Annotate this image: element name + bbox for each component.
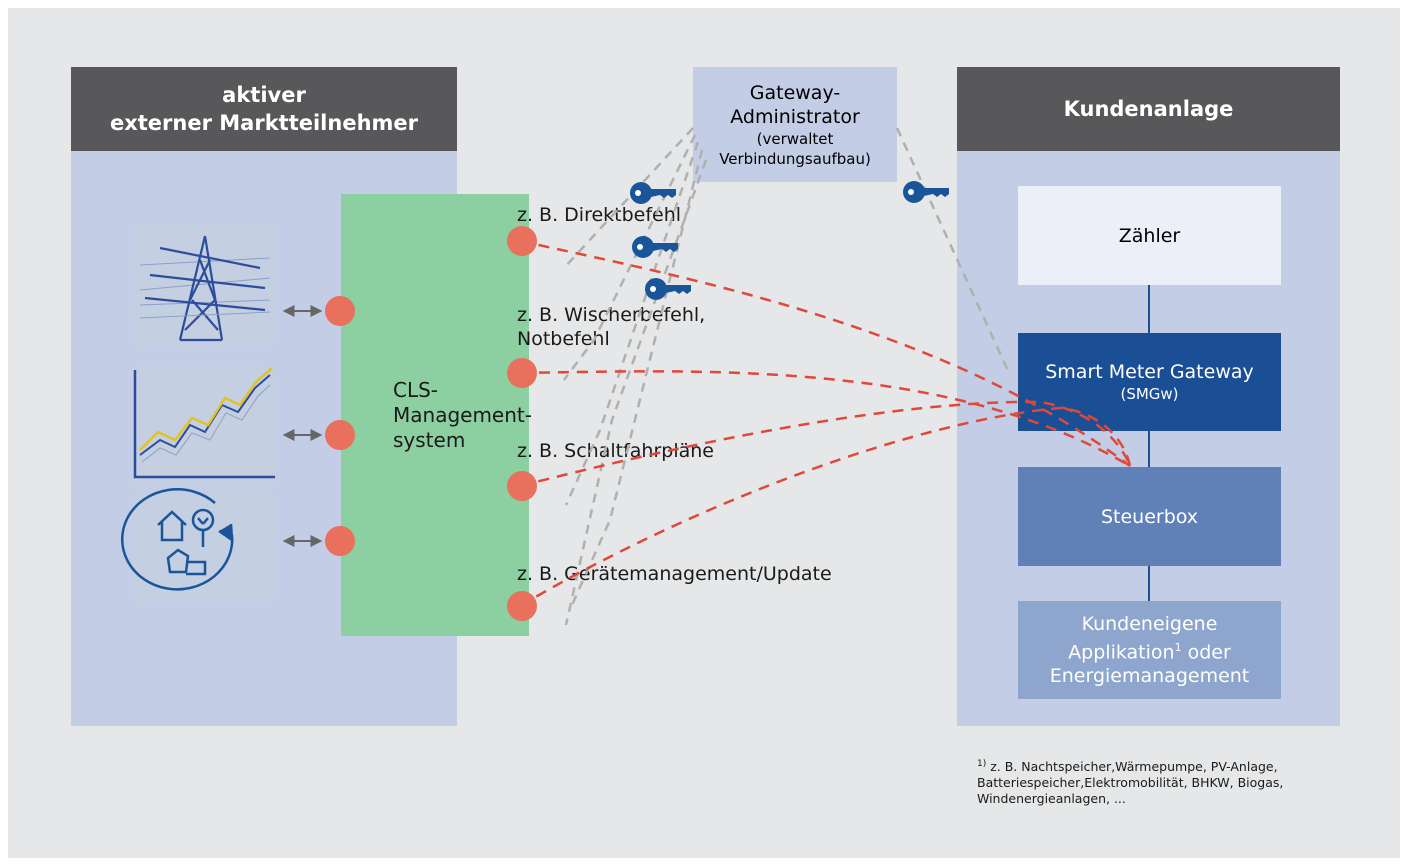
command-label-direktbefehl: z. B. Direktbefehl bbox=[517, 204, 682, 226]
command-label-wischerbefehl-line1: z. B. Wischerbefehl, bbox=[517, 304, 706, 326]
key-icon-2 bbox=[632, 236, 678, 258]
footnote-line1: 1) z. B. Nachtspeicher,Wärmepumpe, PV-An… bbox=[977, 756, 1283, 775]
gateway-admin-line3: (verwaltet bbox=[756, 129, 834, 148]
command-line-schalt bbox=[519, 400, 1132, 488]
cls-port-pylon bbox=[325, 296, 355, 326]
footnote-line1-text: z. B. Nachtspeicher,Wärmepumpe, PV-Anlag… bbox=[986, 759, 1278, 775]
footnote-marker: 1) bbox=[977, 759, 987, 769]
command-line-direkt bbox=[519, 239, 1131, 467]
command-label-geraetemanagement: z. B. Gerätemanagement/Update bbox=[517, 563, 832, 585]
admin-channel-2 bbox=[563, 134, 697, 381]
smart-meter-gateway-box: Smart Meter Gateway (SMGw) bbox=[1018, 333, 1281, 431]
admin-channel-smgw bbox=[895, 127, 1012, 376]
customer-application-line1: Kundeneigene bbox=[1081, 612, 1218, 635]
cls-label-line1: CLS- bbox=[393, 378, 439, 402]
gateway-administrator-box: Gateway- Administrator (verwaltet Verbin… bbox=[693, 67, 897, 182]
customer-installation-title: Kundenanlage bbox=[1063, 97, 1234, 121]
cls-management-system bbox=[341, 194, 529, 636]
cls-port-cycle bbox=[325, 526, 355, 556]
gateway-admin-line2: Administrator bbox=[730, 105, 860, 128]
customer-application-line3: Energiemanagement bbox=[1049, 665, 1250, 688]
command-label-schaltfahrplaene: z. B. Schaltfahrpläne bbox=[517, 440, 714, 462]
zaehler-box: Zähler bbox=[1018, 186, 1281, 285]
line-chart-icon bbox=[133, 367, 275, 479]
command-line-wischer bbox=[519, 370, 1131, 468]
smgw-label-line1: Smart Meter Gateway bbox=[1045, 361, 1254, 383]
gateway-admin-line4: Verbindungsaufbau) bbox=[719, 149, 871, 168]
command-line-geraete bbox=[519, 406, 1132, 608]
cls-management-label: CLS- Management- system bbox=[393, 378, 532, 453]
footnote-line3: Windenergieanlagen, ... bbox=[977, 791, 1126, 807]
customer-application-line2b: oder bbox=[1181, 641, 1231, 664]
cls-label-line2: Management- bbox=[393, 403, 532, 427]
customer-application-line2: Applikation1 oder bbox=[1068, 636, 1231, 664]
customer-application-line2a: Applikation bbox=[1068, 641, 1175, 664]
footnote-line2: Batteriespeicher,Elektromobilität, BHKW,… bbox=[977, 775, 1284, 791]
customer-application-box: Kundeneigene Applikation1 oder Energiema… bbox=[1018, 601, 1281, 699]
smgw-label-line2: (SMGw) bbox=[1120, 385, 1179, 403]
key-icon-1 bbox=[630, 182, 676, 204]
command-port-wischer bbox=[507, 358, 537, 388]
customer-installation-header: Kundenanlage bbox=[957, 67, 1340, 151]
cls-label-line3: system bbox=[393, 428, 466, 452]
house-tree-cycle-icon bbox=[120, 488, 234, 591]
admin-channel-5 bbox=[564, 159, 708, 626]
command-port-direkt bbox=[507, 226, 537, 256]
steuerbox-box: Steuerbox bbox=[1018, 467, 1281, 566]
command-port-schalt bbox=[507, 471, 537, 501]
market-participant-header-line1: aktiver bbox=[222, 83, 306, 107]
customer-application-footnote-ref: 1 bbox=[1174, 640, 1182, 654]
cls-port-chart bbox=[325, 420, 355, 450]
command-label-wischerbefehl: z. B. Wischerbefehl, Notbefehl bbox=[517, 303, 705, 351]
key-icon-3 bbox=[645, 278, 691, 300]
line-chart-tile bbox=[133, 365, 275, 485]
market-participant-header: aktiver externer Marktteilnehmer bbox=[71, 67, 457, 151]
key-icon-4 bbox=[903, 181, 949, 203]
steuerbox-label: Steuerbox bbox=[1100, 505, 1199, 528]
command-port-geraete bbox=[507, 591, 537, 621]
power-pylon-icon bbox=[139, 235, 271, 342]
admin-channel-3 bbox=[564, 141, 700, 506]
gateway-admin-line1: Gateway- bbox=[749, 81, 841, 104]
market-participant-header-line2: externer Marktteilnehmer bbox=[109, 111, 419, 135]
command-label-wischerbefehl-line2: Notbefehl bbox=[517, 328, 610, 350]
zaehler-label: Zähler bbox=[1118, 224, 1181, 247]
admin-channel-4 bbox=[570, 149, 704, 606]
footnote: 1) z. B. Nachtspeicher,Wärmepumpe, PV-An… bbox=[977, 756, 1283, 807]
